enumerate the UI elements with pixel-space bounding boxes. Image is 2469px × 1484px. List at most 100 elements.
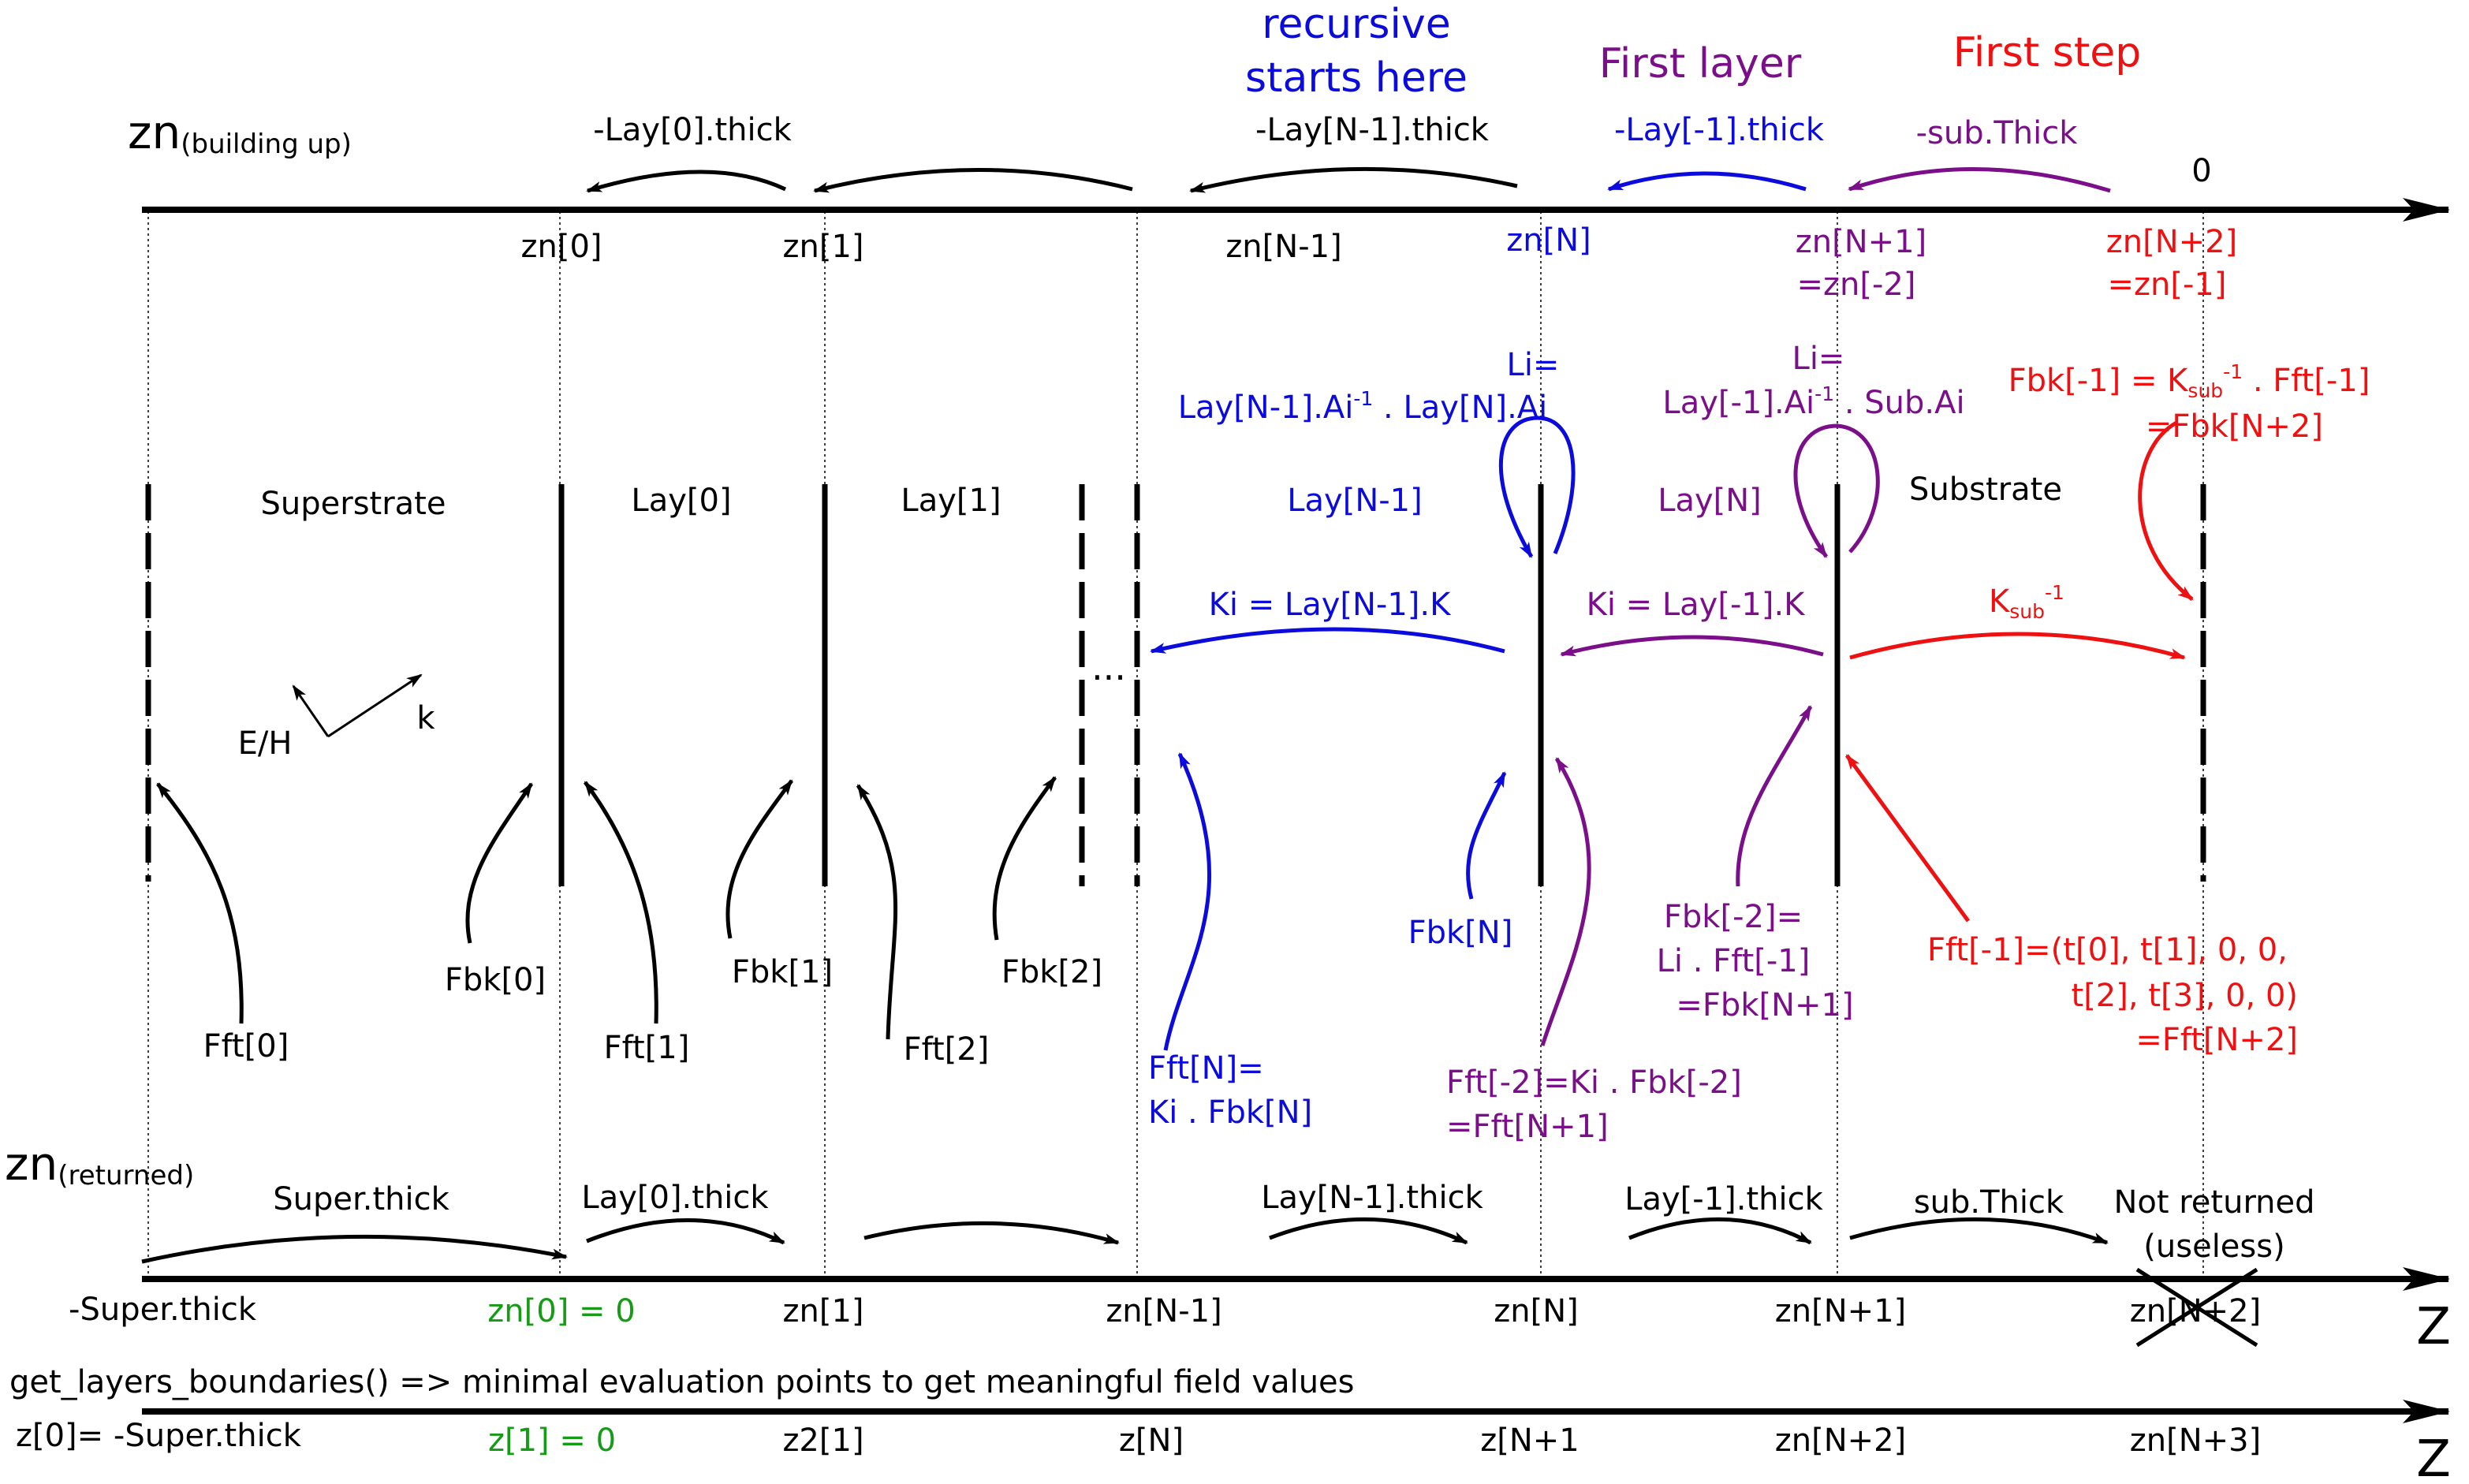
fbk0-arrow [465, 782, 534, 944]
ki-blue-label: Ki = Lay[N-1].K [1209, 587, 1452, 623]
region-layN-1: Lay[N-1] [1287, 483, 1422, 519]
bottom-arrow-layN-1 [1269, 1217, 1468, 1245]
fftN-label-line2: Ki . Fbk[N] [1148, 1094, 1312, 1131]
top-thick-lay0: -Lay[0].thick [593, 112, 792, 148]
bottom-thick-lay-1: Lay[-1].thick [1624, 1181, 1823, 1217]
li-purple-line1: Li= [1792, 341, 1845, 377]
fbk-m1-arrow [2138, 420, 2194, 601]
bottom-axis-z: Z [2416, 1298, 2451, 1356]
fftm2-arrow [1540, 757, 1591, 1046]
ksub-arrow [1849, 632, 2186, 660]
top-tick-znN+1: zn[N+1] [1796, 224, 1926, 260]
bottom-axis-label: zn(returned) [5, 1137, 194, 1191]
top-thick-layN-1: -Lay[N-1].thick [1255, 112, 1490, 148]
fftN-arrow [1163, 752, 1212, 1051]
wave-vector-sketch [292, 673, 423, 738]
bottom-tick-znN-1: zn[N-1] [1106, 1293, 1221, 1329]
first-step-title: First step [1953, 29, 2141, 76]
region-substrate: Substrate [1909, 472, 2062, 508]
bottom-tick-znN+1: zn[N+1] [1775, 1293, 1906, 1329]
bottom-tick-znN+2: zn[N+2] [2130, 1293, 2261, 1329]
bottom-thick-layN-1: Lay[N-1].thick [1261, 1180, 1483, 1216]
top-tick-zn1: zn[1] [782, 229, 863, 265]
boundaries-axis-z: Z [2416, 1430, 2451, 1484]
li-blue-line2: Lay[N-1].Ai-1 . Lay[N].Ai [1178, 387, 1548, 426]
li-blue-loop [1498, 416, 1576, 558]
top-tick-znN+2: zn[N+2] [2106, 224, 2237, 260]
top-thick-zero: 0 [2191, 153, 2211, 189]
top-arrow-lay1 [813, 168, 1133, 193]
guide-lines [147, 211, 2204, 1277]
top-thick-lay-1: -Lay[-1].thick [1614, 112, 1825, 148]
boundaries-tick-znN+3: zn[N+3] [2130, 1422, 2261, 1459]
fftm1-arrow [1844, 754, 1971, 923]
bottom-tick-zn1: zn[1] [782, 1293, 863, 1329]
bottom-arrow-lay1 [863, 1221, 1120, 1245]
recursive-title-line2: starts here [1245, 54, 1468, 102]
fbk0-label: Fbk[0] [445, 962, 546, 998]
region-superstrate: Superstrate [261, 486, 446, 522]
boundaries-tick-z0: z[0]= -Super.thick [16, 1418, 302, 1454]
k-arrow [327, 673, 423, 738]
fft1-label: Fft[1] [604, 1030, 690, 1066]
fbkN-arrow [1466, 771, 1507, 900]
top-tick-zn-1: =zn[-1] [2108, 267, 2227, 303]
fftm1-label-line2: t[2], t[3], 0, 0) [2072, 978, 2298, 1014]
li-blue-line1: Li= [1507, 347, 1560, 383]
bottom-tick-znN: zn[N] [1494, 1293, 1578, 1329]
fbkm2-arrow [1736, 705, 1813, 887]
bottom-thick-super: Super.thick [273, 1181, 449, 1217]
fbk1-arrow [725, 779, 794, 939]
li-purple-loop [1793, 423, 1880, 558]
boundaries-tick-znN+2: zn[N+2] [1775, 1422, 1906, 1459]
top-axis-label: zn(building up) [128, 106, 352, 160]
fft2-arrow [856, 784, 898, 1040]
fbk2-arrow [992, 776, 1057, 941]
ki-blue-arrow [1150, 627, 1505, 654]
fftm1-label-line3: =Fft[N+2] [2135, 1022, 2298, 1058]
ellipsis: ... [1091, 646, 1126, 688]
fft0-arrow [156, 782, 244, 1024]
top-tick-znN: zn[N] [1506, 222, 1591, 259]
fbkm2-label-line1: Fbk[-2]= [1664, 899, 1803, 935]
boundaries-tick-zN: z[N] [1119, 1422, 1184, 1459]
not-returned-line2: (useless) [2143, 1229, 2284, 1265]
fftN-label-line1: Fft[N]= [1148, 1050, 1264, 1087]
eh-label: E/H [238, 725, 293, 762]
bottom-tick-super: -Super.thick [69, 1292, 257, 1328]
top-arrow-lay-1 [1607, 171, 1807, 192]
li-purple-line2: Lay[-1].Ai-1 . Sub.Ai [1662, 382, 1964, 421]
fftm2-label-line1: Fft[-2]=Ki . Fbk[-2] [1446, 1065, 1742, 1101]
top-tick-zn0: zn[0] [520, 229, 602, 265]
fbk-m1-line2: =Fbk[N+2] [2146, 408, 2323, 445]
bottom-arrow-lay0 [586, 1218, 785, 1245]
bottom-arrow-sub [1849, 1217, 2109, 1245]
region-lay1: Lay[1] [901, 483, 1001, 519]
top-arrow-sub [1848, 167, 2111, 193]
fft0-label: Fft[0] [203, 1028, 289, 1065]
ki-purple-label: Ki = Lay[-1].K [1587, 587, 1807, 623]
fftm2-label-line2: =Fft[N+1] [1446, 1109, 1609, 1145]
bottom-thick-sub: sub.Thick [1914, 1184, 2064, 1221]
fbk2-label: Fbk[2] [1001, 954, 1102, 990]
boundaries-tick-z1: z[1] = 0 [488, 1422, 616, 1459]
top-arrow-layN-1 [1189, 166, 1518, 193]
bottom-arrow-super [141, 1234, 568, 1264]
fbkN-label: Fbk[N] [1408, 915, 1513, 951]
fbk1-label: Fbk[1] [732, 954, 833, 990]
not-returned-line1: Not returned [2113, 1184, 2314, 1221]
bottom-thick-lay0: Lay[0].thick [581, 1180, 769, 1216]
region-lay0: Lay[0] [631, 483, 731, 519]
fbkm2-label-line3: =Fbk[N+1] [1676, 987, 1853, 1024]
ki-purple-arrow [1560, 635, 1824, 657]
top-arrow-lay0 [586, 170, 787, 193]
bottom-tick-zn0: zn[0] = 0 [487, 1293, 635, 1329]
first-layer-title: First layer [1599, 40, 1802, 88]
fbkm2-label-line2: Li . Fft[-1] [1657, 943, 1811, 979]
cross-mark-icon [2135, 1267, 2258, 1348]
boundaries-caption: get_layers_boundaries() => minimal evalu… [9, 1364, 1355, 1400]
eh-arrow [292, 684, 330, 737]
top-tick-zn-2: =zn[-2] [1797, 267, 1916, 303]
bottom-arrow-lay-1 [1628, 1217, 1812, 1245]
